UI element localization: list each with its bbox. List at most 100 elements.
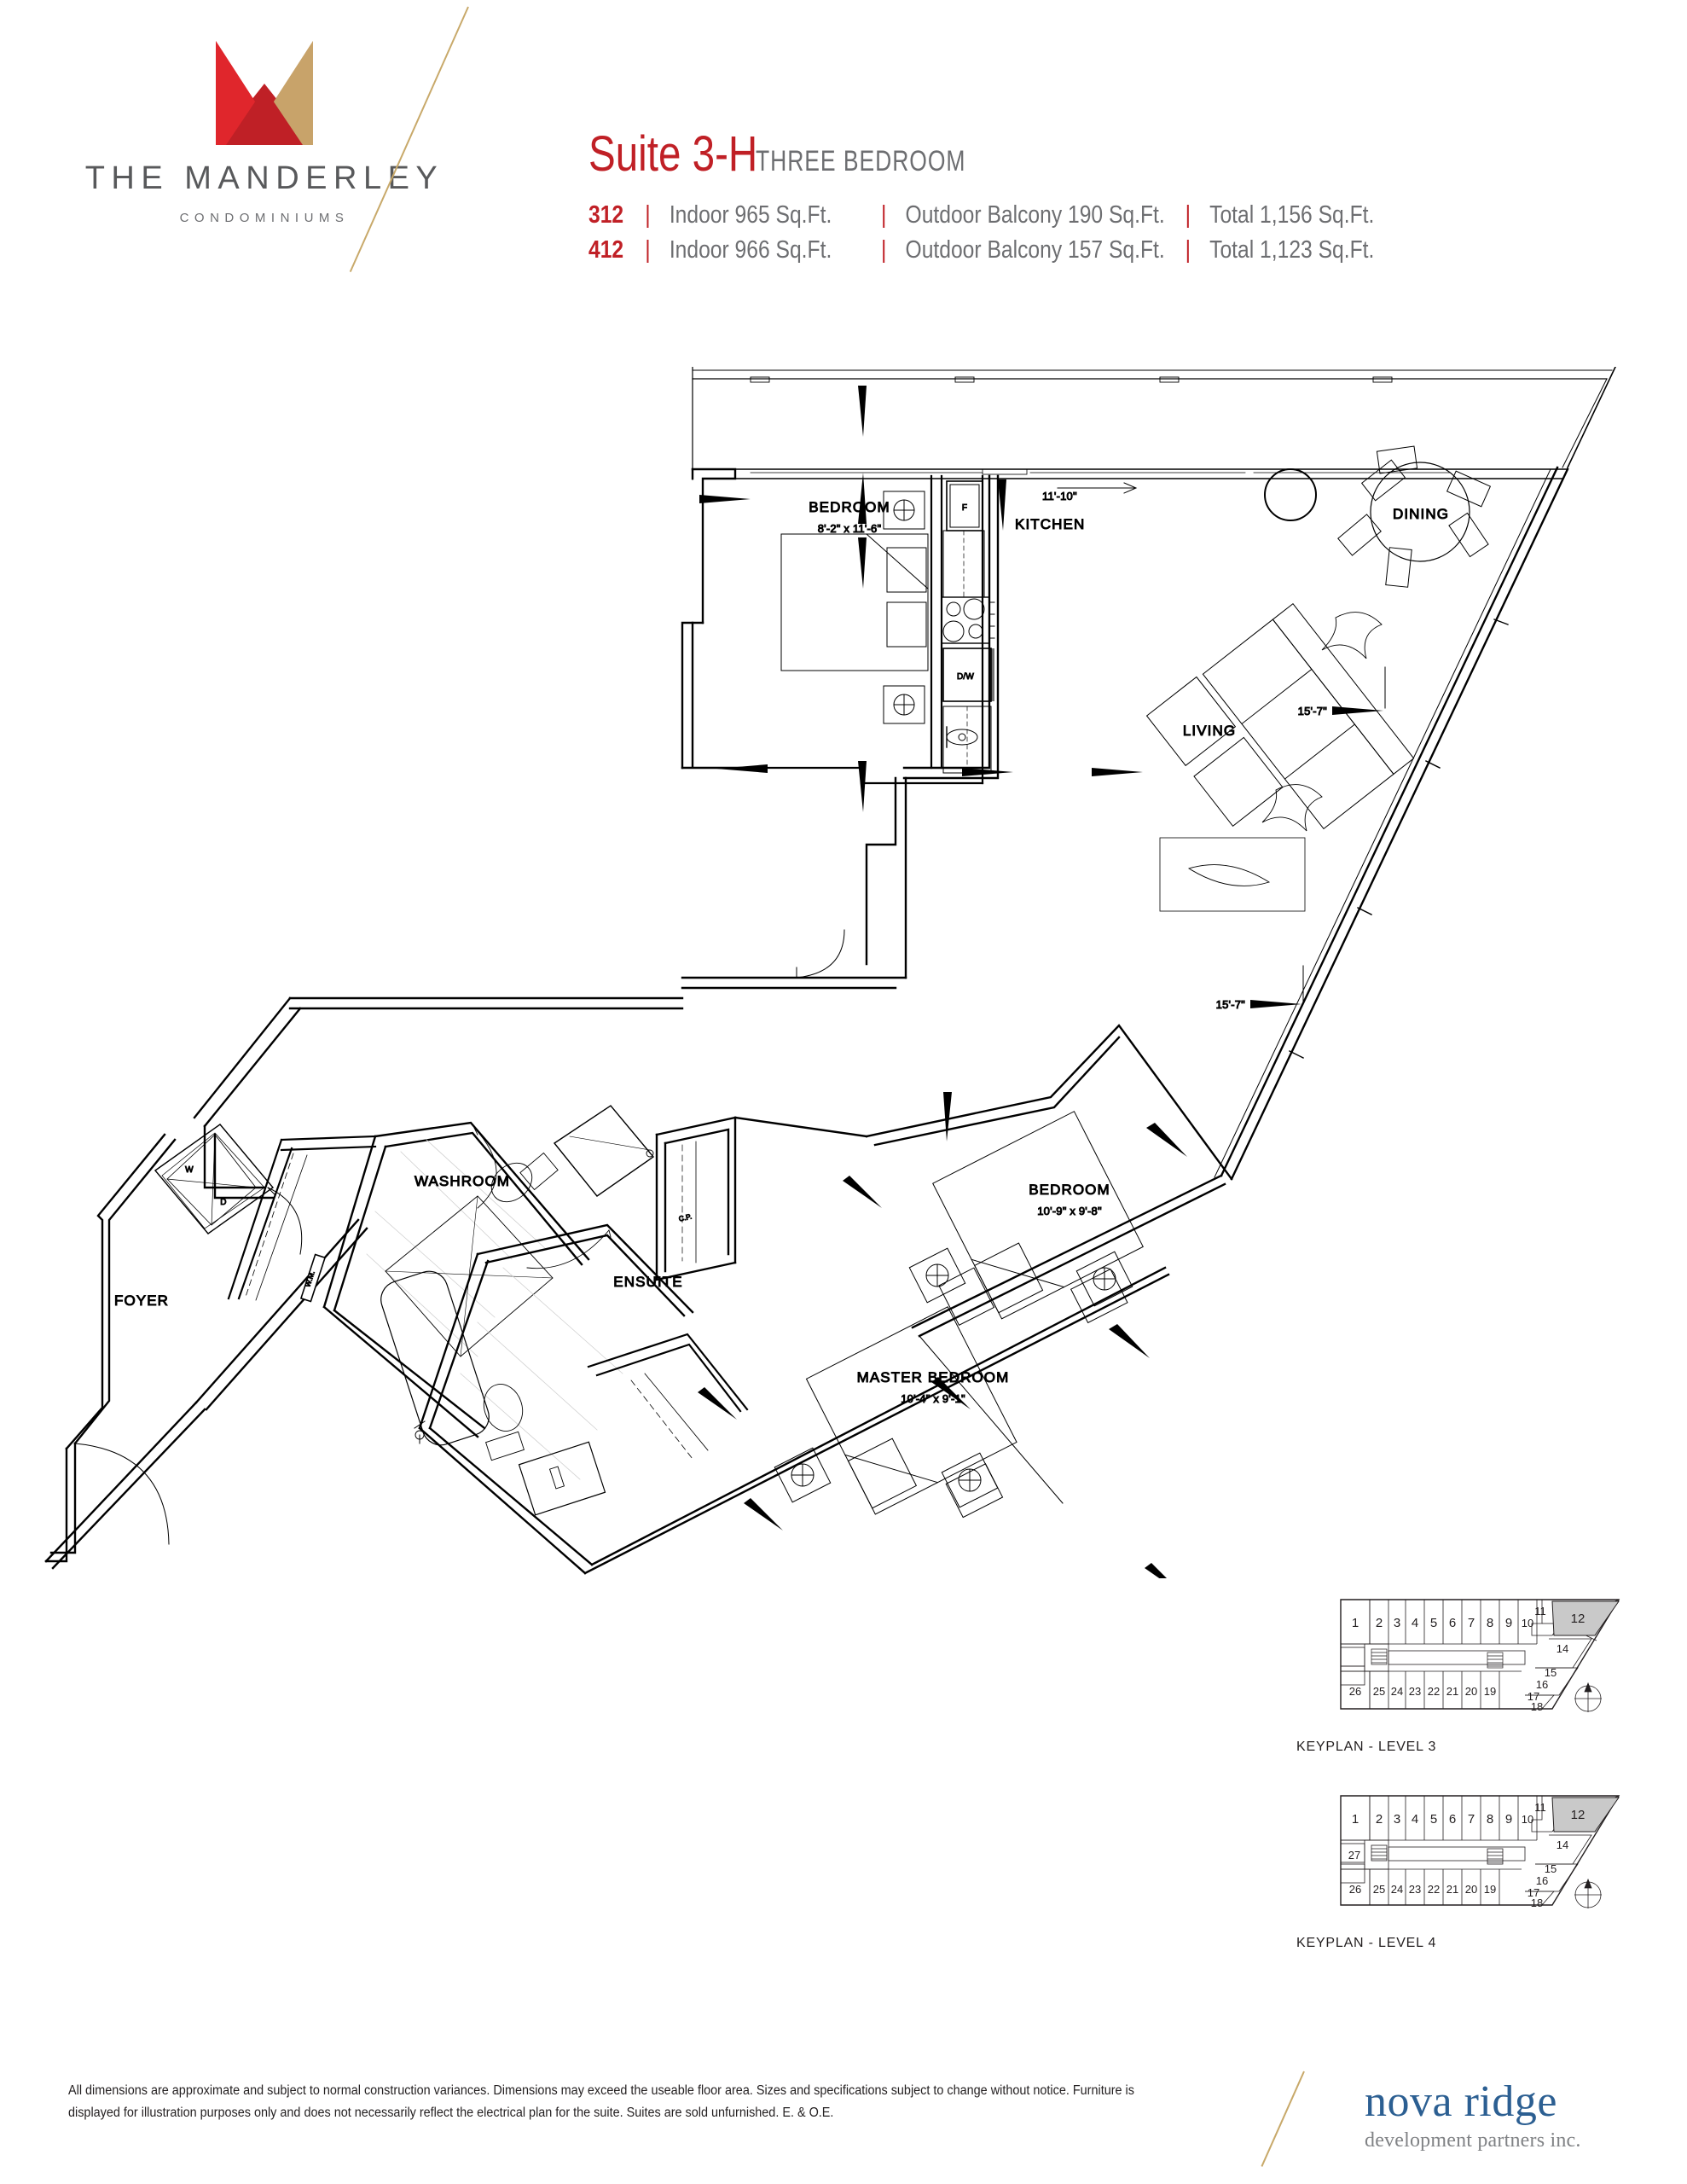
label-closet-pole: C.P. (678, 1212, 693, 1223)
appliance-label-fridge: F (962, 503, 967, 513)
room-dim-bedroom-2: 10'-9" x 9'-8" (1037, 1205, 1102, 1217)
floor-plan-drawing: BALCONY 30'-9" x 4'-7" BEDROOM 8'-2" x 1… (0, 367, 1687, 1578)
svg-text:14: 14 (1557, 1642, 1568, 1655)
room-dim-bedroom-1: 8'-2" x 11'-6" (818, 522, 882, 535)
svg-text:18: 18 (1531, 1700, 1543, 1713)
svg-text:9: 9 (1505, 1616, 1512, 1630)
water-meter-box (299, 1253, 327, 1303)
balcony-glass-wall (705, 468, 1568, 494)
developer-logo: nova ridge development partners inc. (1365, 2080, 1581, 2152)
outdoor-area: Outdoor Balcony 157 Sq.Ft. (905, 236, 1165, 264)
dimension-15-7-upper: 15'-7" (1298, 705, 1328, 717)
svg-text:2: 2 (1376, 1812, 1383, 1827)
svg-text:9: 9 (1505, 1812, 1512, 1827)
ensuite-walls (418, 1223, 694, 1575)
svg-text:26: 26 (1349, 1685, 1361, 1698)
svg-text:19: 19 (1484, 1883, 1496, 1896)
unit-walls-upper (681, 468, 756, 770)
appliance-label-dryer: D (220, 1198, 226, 1207)
washroom-walls (322, 1121, 590, 1438)
room-label-washroom: WASHROOM (415, 1173, 510, 1189)
svg-text:17: 17 (1528, 1690, 1539, 1703)
kitchen-fixtures (941, 480, 995, 774)
svg-text:8: 8 (1487, 1616, 1493, 1630)
svg-text:20: 20 (1465, 1685, 1477, 1698)
linen-closet (227, 1135, 377, 1300)
closet-shelf (245, 1153, 308, 1301)
svg-text:21: 21 (1446, 1883, 1458, 1896)
manderley-logo-icon (209, 41, 320, 145)
keyplan-level-3: 1 2 3 4 5 6 7 8 9 10 11 12 14 15 16 17 1 (1296, 1583, 1629, 1755)
master-bedroom-walls (583, 1266, 1170, 1575)
svg-text:15: 15 (1545, 1666, 1557, 1679)
svg-text:11: 11 (1534, 1801, 1546, 1814)
svg-text:20: 20 (1465, 1883, 1477, 1896)
ensuite-fixtures (380, 1229, 623, 1516)
brand-name: THE MANDERLEY (84, 160, 444, 196)
svg-text:5: 5 (1430, 1812, 1437, 1827)
svg-text:25: 25 (1373, 1685, 1385, 1698)
room-label-foyer: FOYER (114, 1292, 169, 1309)
page-title: Suite 3-H (588, 126, 758, 182)
svg-text:17: 17 (1528, 1886, 1539, 1899)
unit-number: 312 (588, 201, 624, 229)
keyplans-block: 1 2 3 4 5 6 7 8 9 10 11 12 14 15 16 17 1 (1296, 1583, 1629, 1975)
developer-name: nova ridge (1365, 2077, 1557, 2126)
angled-wall-mullions (1289, 619, 1509, 1059)
dining-furniture (1337, 445, 1492, 588)
svg-text:1: 1 (1352, 1616, 1359, 1630)
master-bedroom-furniture (774, 1306, 1017, 1519)
svg-text:18: 18 (1531, 1896, 1543, 1909)
keyplan-unit-27: 27 (1348, 1849, 1360, 1862)
table-row: 412 | Indoor 966 Sq.Ft. | Outdoor Balcon… (588, 233, 1374, 268)
brand-block: THE MANDERLEY CONDOMINIUMS (60, 41, 469, 225)
door-swing (796, 929, 845, 979)
svg-text:15: 15 (1545, 1862, 1557, 1875)
svg-text:25: 25 (1373, 1883, 1385, 1896)
room-label-bedroom-2: BEDROOM (1029, 1182, 1110, 1198)
svg-text:23: 23 (1409, 1883, 1421, 1896)
room-label-bedroom-1: BEDROOM (809, 499, 890, 515)
disclaimer-text: All dimensions are approximate and subje… (68, 2083, 1134, 2120)
svg-text:16: 16 (1536, 1678, 1548, 1691)
svg-text:24: 24 (1391, 1685, 1403, 1698)
brand-subtitle: CONDOMINIUMS (179, 211, 350, 225)
direction-arrows (698, 386, 1383, 1578)
balcony-outline (692, 367, 1616, 480)
keyplan-unit-numbers: 1 2 3 4 5 6 7 8 9 10 11 12 14 15 16 17 1 (1349, 1605, 1586, 1713)
light-fixture (1264, 468, 1317, 521)
svg-text:6: 6 (1449, 1812, 1456, 1827)
keyplan-caption-level-4: KEYPLAN - LEVEL 4 (1296, 1936, 1437, 1950)
svg-text:4: 4 (1412, 1616, 1418, 1630)
svg-text:23: 23 (1409, 1685, 1421, 1698)
entry-door-wall (44, 1401, 206, 1570)
svg-text:12: 12 (1571, 1808, 1586, 1822)
separator: | (881, 201, 887, 229)
room-label-ensuite: ENSUITE (613, 1274, 682, 1290)
bedroom-2-walls (733, 1024, 1233, 1338)
svg-text:10: 10 (1522, 1813, 1533, 1826)
svg-text:16: 16 (1536, 1874, 1548, 1887)
svg-text:24: 24 (1391, 1883, 1403, 1896)
separator: | (645, 201, 651, 229)
room-label-master-bedroom: MASTER BEDROOM (857, 1369, 1010, 1385)
svg-text:22: 22 (1428, 1883, 1440, 1896)
exterior-angled-wall (1214, 466, 1569, 1181)
svg-text:5: 5 (1430, 1616, 1437, 1630)
separator: | (1185, 201, 1191, 229)
dimension-15-7-lower: 15'-7" (1216, 998, 1246, 1011)
keyplan-level-4: 1 2 3 4 5 6 7 8 9 10 11 12 14 15 16 17 1 (1296, 1779, 1629, 1951)
indoor-area: Indoor 966 Sq.Ft. (669, 236, 832, 264)
svg-text:6: 6 (1449, 1616, 1456, 1630)
bedroom-2-furniture (908, 1111, 1144, 1327)
table-row: 312 | Indoor 965 Sq.Ft. | Outdoor Balcon… (588, 198, 1374, 233)
outdoor-area: Outdoor Balcony 190 Sq.Ft. (905, 201, 1165, 229)
footer-divider (1261, 2071, 1305, 2167)
hallway-walls (193, 776, 907, 1128)
svg-text:7: 7 (1468, 1616, 1475, 1630)
room-label-kitchen: KITCHEN (1015, 516, 1085, 532)
svg-text:26: 26 (1349, 1883, 1361, 1896)
console-table (1159, 837, 1306, 912)
area-table: 312 | Indoor 965 Sq.Ft. | Outdoor Balcon… (588, 198, 1513, 268)
